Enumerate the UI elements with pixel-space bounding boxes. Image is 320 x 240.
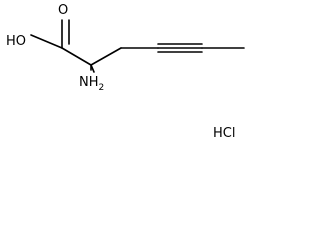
carbonyl-oxygen-label: O bbox=[58, 3, 68, 18]
hydroxyl-bond bbox=[30, 34, 63, 49]
amine-main-text: NH bbox=[79, 75, 99, 90]
alpha-amine-bond-2 bbox=[90, 64, 95, 73]
alpha-ch2-bond bbox=[90, 47, 122, 66]
carboxyl-alpha-bond bbox=[61, 47, 92, 66]
amine-label: NH2 bbox=[79, 75, 104, 93]
amine-subscript: 2 bbox=[99, 83, 105, 93]
molecule-diagram: O HO NH2 HCl bbox=[6, 3, 245, 141]
hcl-label: HCl bbox=[213, 126, 235, 141]
hydroxyl-label: HO bbox=[6, 34, 26, 49]
